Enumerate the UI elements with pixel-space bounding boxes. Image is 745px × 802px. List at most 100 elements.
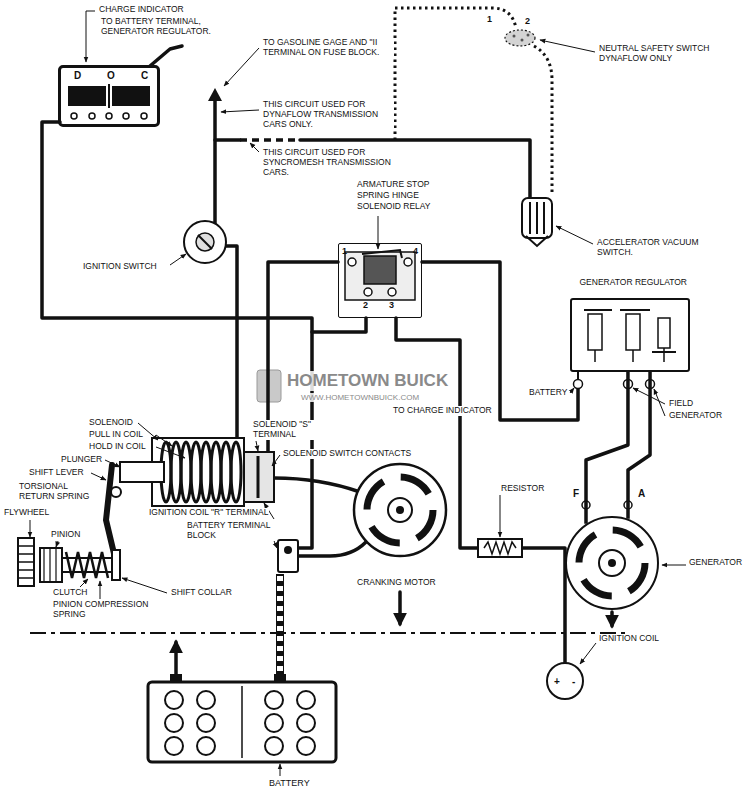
wire — [226, 246, 244, 470]
cranking-motor — [396, 506, 404, 514]
leader-line — [540, 40, 595, 52]
charge-indicator-dial — [106, 113, 112, 119]
part-label: SOLENOID — [88, 418, 134, 428]
ignition-switch — [196, 233, 214, 251]
resistor-symbol — [478, 539, 522, 557]
battery — [148, 682, 336, 762]
pinion-clutch — [40, 548, 62, 582]
part-label: IGNITION COIL "R" TERMINAL — [148, 508, 269, 518]
terminal-number: 4 — [413, 246, 418, 256]
part-label: THIS CIRCUIT USED FOR SYNCROMESH TRANSMI… — [262, 148, 412, 177]
leader-line — [378, 216, 379, 249]
cranking-motor — [367, 477, 433, 543]
dynaflow-dotted-wire — [534, 46, 552, 194]
leader-line — [221, 110, 259, 112]
generator-regulator — [574, 310, 677, 389]
part-label: ACCELERATOR VACUUM SWITCH. — [596, 238, 708, 258]
wire — [298, 542, 366, 556]
leader-line — [100, 581, 101, 599]
resistor-symbol — [478, 539, 522, 557]
component-heading: GENERATOR REGULATOR — [578, 278, 688, 288]
solenoid-relay — [362, 250, 402, 258]
wire — [312, 318, 366, 332]
leader-line — [580, 643, 596, 664]
watermark: HOMETOWN BUICK — [286, 371, 449, 391]
part-label: FIELD — [668, 399, 694, 409]
solenoid-relay — [345, 252, 415, 300]
terminal-letter: A — [637, 488, 646, 500]
battery — [297, 737, 315, 755]
pinion-clutch — [66, 552, 108, 578]
cranking-motor — [354, 464, 446, 556]
pinion-clutch — [44, 548, 56, 582]
part-label: PULL IN COIL — [88, 430, 144, 440]
ground-line — [30, 632, 630, 634]
part-label: SOLENOID "S" TERMINAL — [252, 420, 326, 440]
part-label: TO BATTERY TERMINAL, GENERATOR REGULATOR… — [100, 17, 234, 37]
part-label: THIS CIRCUIT USED FOR DYNAFLOW TRANSMISS… — [262, 100, 394, 129]
dial-letter: D — [74, 70, 81, 82]
charge-indicator-dial — [68, 86, 106, 106]
solenoid-assembly — [120, 462, 164, 482]
terminal-number: 3 — [389, 300, 394, 310]
dynaflow-dotted-wire — [395, 8, 552, 194]
leader-line — [170, 254, 186, 265]
part-label: SPRING HINGE — [356, 191, 420, 201]
generator-armature — [579, 530, 645, 596]
solenoid-relay — [388, 288, 396, 296]
leader-line — [156, 435, 172, 446]
leader-line — [556, 226, 593, 244]
solenoid-assembly — [257, 456, 260, 498]
charge-indicator-dial — [108, 84, 110, 108]
part-label: SHIFT LEVER — [28, 468, 85, 478]
leader-line — [91, 473, 106, 480]
neutral-safety-switch — [521, 39, 524, 42]
charge-indicator-dial — [68, 84, 150, 119]
part-label: CHARGE INDICATOR — [98, 5, 185, 15]
part-label: PINION COMPRESSION SPRING — [52, 600, 166, 620]
generator-regulator — [584, 310, 676, 352]
battery — [148, 674, 336, 762]
leader-line — [80, 579, 88, 587]
battery-terminal-block — [284, 546, 292, 554]
battery — [197, 737, 215, 755]
generator-regulator — [658, 318, 670, 348]
pinion-clutch — [18, 538, 120, 586]
part-label: PINION — [50, 530, 81, 540]
charge-indicator-dial — [123, 113, 129, 119]
charge-indicator-dial — [141, 113, 147, 119]
part-label: SOLENOID RELAY — [356, 202, 432, 212]
solenoid-assembly — [231, 442, 241, 502]
part-label: CLUTCH — [52, 588, 88, 598]
leader-line — [56, 541, 58, 547]
neutral-safety-switch — [505, 30, 535, 46]
generator-armature — [599, 550, 625, 576]
part-label: 2 — [524, 16, 531, 26]
battery-cable — [280, 574, 281, 681]
leader-line — [280, 764, 281, 776]
leader-line — [272, 455, 280, 466]
charge-indicator-dial — [89, 113, 95, 119]
pinion-clutch — [112, 550, 120, 580]
part-label: TORSIONAL RETURN SPRING — [18, 482, 104, 502]
part-label: GENERATOR — [668, 411, 723, 421]
wire-connector — [628, 372, 650, 519]
part-label: HOLD IN COIL — [88, 442, 147, 452]
terminal-letter: F — [572, 488, 580, 500]
battery — [165, 691, 183, 709]
part-label: NEUTRAL SAFETY SWITCH DYNAFLOW ONLY — [598, 44, 725, 64]
part-label: FLYWHEEL — [3, 508, 50, 518]
part-label: TO GASOLINE GAGE AND "II TERMINAL ON FUS… — [262, 38, 394, 58]
battery — [297, 691, 315, 709]
battery-cable — [277, 574, 283, 681]
cranking-motor — [388, 498, 412, 522]
battery — [265, 714, 283, 732]
part-label: BATTERY TERMINAL BLOCK — [186, 521, 276, 541]
leader-line — [156, 447, 185, 458]
generator-regulator-box: GENERATOR REGULATOR — [570, 298, 690, 372]
terminal-number: 1 — [342, 246, 347, 256]
dial-letter: O — [107, 70, 115, 82]
part-label: PLUNGER — [60, 455, 103, 465]
battery — [197, 714, 215, 732]
